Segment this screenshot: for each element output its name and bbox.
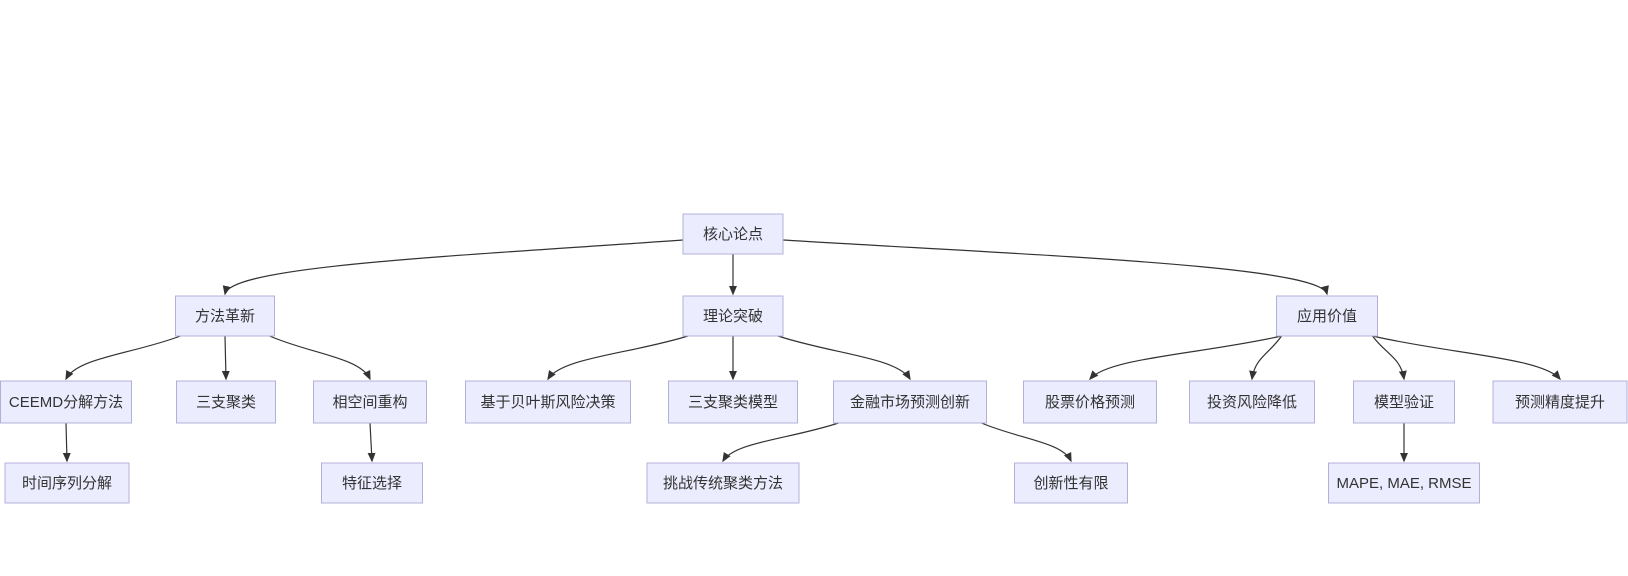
- financial-market-forecast-innovation-box: [833, 380, 987, 424]
- application-value-label: 应用价值: [1297, 307, 1357, 325]
- node-phase-space-reconstruction: 相空间重构: [313, 380, 427, 424]
- bayes-risk-decision-box: [465, 380, 631, 424]
- theory-breakthrough-label: 理论突破: [703, 308, 763, 325]
- edge-ceemd-decomposition-to-time-series-decomposition: [62, 422, 71, 463]
- time-series-decomposition-label: 时间序列分解: [22, 475, 112, 492]
- limited-innovation-box: [1014, 462, 1128, 504]
- phase-space-reconstruction-box: [313, 380, 427, 424]
- edge-method-innovation-to-ceemd-decomposition: [65, 335, 181, 381]
- edge-method-innovation-to-three-way-clustering: [221, 335, 230, 381]
- investment-risk-reduction-box: [1189, 380, 1315, 424]
- bayes-risk-decision-label: 基于贝叶斯风险决策: [480, 394, 615, 411]
- error-metrics-label: MAPE, MAE, RMSE: [1336, 475, 1471, 492]
- node-stock-price-prediction: 股票价格预测: [1023, 380, 1157, 424]
- edge-financial-market-forecast-innovation-to-limited-innovation: [981, 422, 1072, 463]
- node-ceemd-decomposition: CEEMD分解方法: [0, 380, 132, 424]
- three-way-clustering-box: [176, 380, 276, 424]
- node-theory-breakthrough: 理论突破: [682, 295, 784, 337]
- forecast-precision-improvement-label: 预测精度提升: [1515, 394, 1605, 411]
- edge-method-innovation-to-phase-space-reconstruction: [269, 335, 371, 381]
- feature-selection-label: 特征选择: [342, 475, 402, 492]
- edge-phase-space-reconstruction-to-feature-selection: [367, 422, 376, 463]
- investment-risk-reduction-label: 投资风险降低: [1207, 394, 1297, 411]
- node-bayes-risk-decision: 基于贝叶斯风险决策: [465, 380, 631, 424]
- node-limited-innovation: 创新性有限: [1014, 462, 1128, 504]
- edge-application-value-to-investment-risk-reduction: [1249, 335, 1282, 381]
- ceemd-decomposition-label: CEEMD分解方法: [9, 394, 123, 411]
- node-financial-market-forecast-innovation: 金融市场预测创新: [833, 380, 987, 424]
- challenge-traditional-clustering-label: 挑战传统聚类方法: [663, 475, 783, 492]
- ceemd-decomposition-box: [0, 380, 132, 424]
- financial-market-forecast-innovation-label: 金融市场预测创新: [850, 394, 970, 411]
- node-forecast-precision-improvement: 预测精度提升: [1492, 380, 1628, 424]
- node-three-way-clustering: 三支聚类: [176, 380, 276, 424]
- edge-theory-breakthrough-to-financial-market-forecast-innovation: [777, 335, 911, 381]
- edge-core-thesis-to-application-value: [782, 239, 1329, 296]
- core-thesis-box: [682, 213, 784, 255]
- core-thesis-label: 核心论点: [703, 226, 763, 243]
- node-error-metrics: MAPE, MAE, RMSE: [1328, 462, 1480, 504]
- error-metrics-box: [1328, 462, 1480, 504]
- edge-application-value-to-stock-price-prediction: [1089, 335, 1282, 381]
- limited-innovation-label: 创新性有限: [1033, 475, 1108, 492]
- edge-theory-breakthrough-to-bayes-risk-decision: [547, 335, 689, 381]
- method-innovation-box: [175, 295, 275, 337]
- node-challenge-traditional-clustering: 挑战传统聚类方法: [646, 462, 800, 504]
- edge-application-value-to-forecast-precision-improvement: [1372, 335, 1561, 381]
- stock-price-prediction-box: [1023, 380, 1157, 424]
- challenge-traditional-clustering-box: [646, 462, 800, 504]
- model-validation-label: 模型验证: [1374, 394, 1434, 411]
- phase-space-reconstruction-label: 相空间重构: [332, 394, 407, 411]
- application-value-box: [1276, 295, 1378, 337]
- forecast-precision-improvement-box: [1492, 380, 1628, 424]
- edge-core-thesis-to-method-innovation: [222, 239, 684, 296]
- node-model-validation: 模型验证: [1353, 380, 1455, 424]
- edges-layer: [62, 239, 1561, 463]
- node-feature-selection: 特征选择: [321, 462, 423, 504]
- three-way-cluster-model-label: 三支聚类模型: [688, 394, 778, 411]
- edge-financial-market-forecast-innovation-to-challenge-traditional-clustering: [722, 422, 839, 463]
- three-way-cluster-model-box: [668, 380, 798, 424]
- node-method-innovation: 方法革新: [175, 295, 275, 337]
- edge-application-value-to-model-validation: [1372, 335, 1407, 381]
- node-investment-risk-reduction: 投资风险降低: [1189, 380, 1315, 424]
- feature-selection-box: [321, 462, 423, 504]
- time-series-decomposition-box: [4, 462, 130, 504]
- node-core-thesis: 核心论点: [682, 213, 784, 255]
- node-three-way-cluster-model: 三支聚类模型: [668, 380, 798, 424]
- stock-price-prediction-label: 股票价格预测: [1045, 394, 1135, 411]
- model-validation-box: [1353, 380, 1455, 424]
- three-way-clustering-label: 三支聚类: [196, 394, 256, 411]
- node-time-series-decomposition: 时间序列分解: [4, 462, 130, 504]
- method-innovation-label: 方法革新: [195, 308, 255, 325]
- node-application-value: 应用价值: [1276, 295, 1378, 337]
- theory-breakthrough-box: [682, 295, 784, 337]
